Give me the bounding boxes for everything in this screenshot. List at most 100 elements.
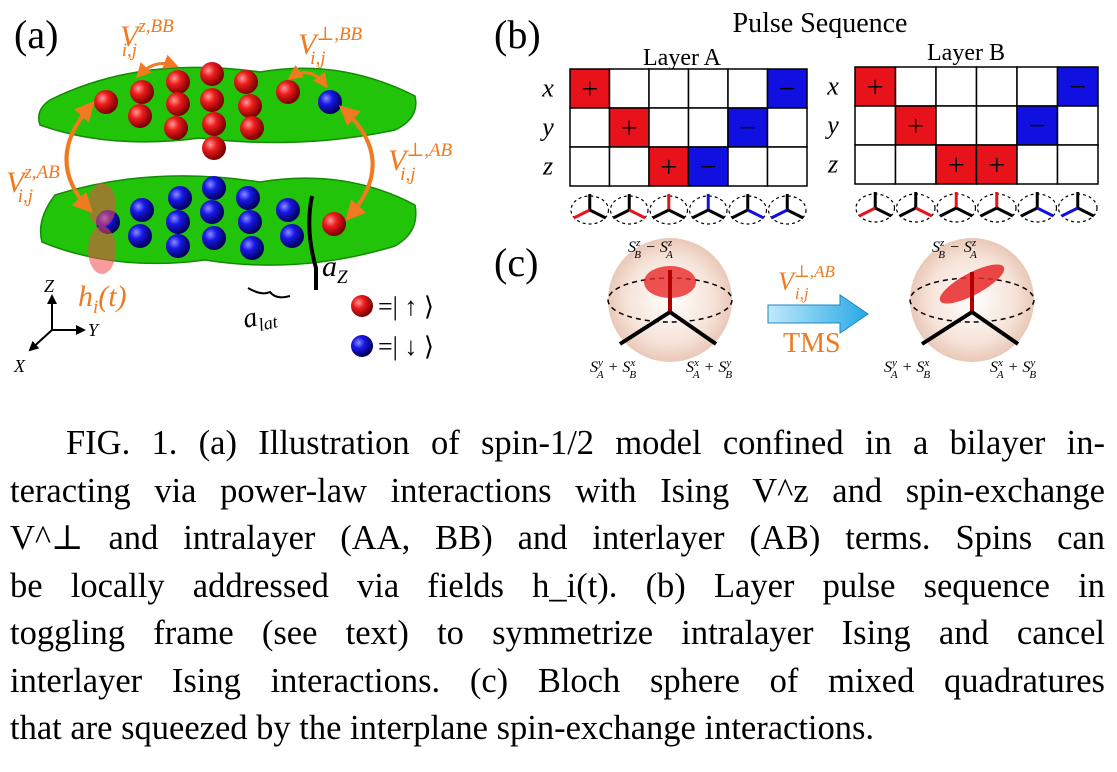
inter-z-arrow xyxy=(64,101,95,213)
pulse-sign: − xyxy=(739,112,756,145)
caption-line: be locally addressed via fields h_i(t). … xyxy=(10,566,1105,605)
layer-a-title: Layer A xyxy=(643,45,722,71)
spin-icon-axis xyxy=(1020,206,1038,218)
spin-down xyxy=(238,210,262,234)
spin-icon-axis xyxy=(939,206,957,218)
spin-up xyxy=(238,94,262,118)
layer-a-spin-icons xyxy=(570,194,807,225)
pulse-cell xyxy=(727,68,769,109)
pulse-row-label: y xyxy=(824,111,839,140)
layer-a-row-labels: xyz xyxy=(539,74,554,181)
spin-icon-axis xyxy=(1061,206,1079,218)
intra-perp-arrow xyxy=(287,64,328,89)
pulse-cell xyxy=(569,68,611,109)
spin-icon-axis xyxy=(731,208,749,220)
spin-icon-axis xyxy=(858,206,876,218)
legend-up-marker xyxy=(351,295,373,317)
pulse-cell xyxy=(1056,105,1099,146)
legend-up-label: =| ↑ ⟩ xyxy=(378,292,434,321)
spin-down xyxy=(202,176,226,200)
pulse-sign: + xyxy=(907,110,924,143)
spin-down xyxy=(280,224,304,248)
pulse-sign: − xyxy=(700,151,717,184)
pulse-sign: + xyxy=(581,73,598,106)
panel-a: (a) xyxy=(6,12,453,376)
spin-icon-axis xyxy=(707,208,725,220)
spin-down xyxy=(202,226,226,250)
spin-icon-axis xyxy=(915,206,933,218)
pulse-sequence-title: Pulse Sequence xyxy=(733,8,908,39)
pulse-row-label: z xyxy=(542,152,553,181)
spin-icon-axis xyxy=(955,206,973,218)
pulse-sign: + xyxy=(988,149,1005,182)
caption-line: toggling frame (see text) to symmetrize … xyxy=(10,614,1105,652)
caption-line: FIG. 1. (a) Illustration of spin-1/2 mod… xyxy=(66,424,1105,462)
pulse-cell xyxy=(1056,66,1099,107)
spin-up xyxy=(164,116,188,140)
spin-down xyxy=(276,198,300,222)
spin-icon-axis xyxy=(589,208,607,220)
pulse-sign: − xyxy=(779,73,796,106)
legend: =| ↑ ⟩ =| ↓ ⟩ xyxy=(351,292,434,361)
a-z-bracket xyxy=(307,195,318,290)
spin-down xyxy=(130,198,154,222)
spin-icon-frame xyxy=(649,195,689,225)
layer-b-grid: +−+−++ xyxy=(854,66,1099,185)
pulse-cell xyxy=(894,66,937,107)
spin-icon-axis xyxy=(691,208,709,220)
layer-b-spin-icons xyxy=(855,192,1098,223)
axis-left xyxy=(920,310,974,346)
spin-up xyxy=(202,136,226,160)
label-a-lat: alat xyxy=(240,297,280,337)
spin-down xyxy=(200,200,224,224)
spin-down xyxy=(236,186,260,210)
pulse-sign: − xyxy=(1069,71,1086,104)
pulse-cell xyxy=(687,68,729,109)
pulse-sign: + xyxy=(660,151,677,184)
pulse-cell xyxy=(569,146,611,187)
panel-b: (b) Pulse Sequence Layer A Layer B +−+−+… xyxy=(494,8,1099,225)
pulse-cell xyxy=(854,105,897,146)
pulse-cell xyxy=(569,107,611,148)
spin-up xyxy=(166,92,190,116)
spin-icon-axis xyxy=(1036,206,1054,218)
figure-1: (a) xyxy=(6,8,1099,381)
spin-icon-axis xyxy=(668,208,686,220)
label-a-z: aZ xyxy=(322,250,348,288)
coordinate-axes: Z Y X xyxy=(13,276,100,376)
pulse-cell xyxy=(608,146,650,187)
spin-icon-axis xyxy=(980,206,998,218)
caption-line: teracting via power-law interactions wit… xyxy=(10,471,1105,510)
spin-icon-axis xyxy=(747,208,765,220)
spin-icon-frame xyxy=(570,195,610,225)
layer-a-grid: +−+−+− xyxy=(569,68,808,187)
pulse-cell xyxy=(648,68,690,109)
pulse-cell xyxy=(687,107,729,148)
tms-label: TMS xyxy=(783,328,841,359)
spin-down xyxy=(318,90,342,114)
pulse-sign: + xyxy=(867,71,884,104)
axis-left xyxy=(618,310,672,346)
spin-up xyxy=(166,70,190,94)
pulse-cell xyxy=(1016,66,1059,107)
spin-icon-axis xyxy=(652,208,670,220)
spin-down xyxy=(240,236,264,260)
spin-icon-axis xyxy=(1077,206,1095,218)
pulse-row-label: z xyxy=(827,150,838,179)
pulse-cell xyxy=(766,68,808,109)
caption-line: that are squeezed by the interplane spin… xyxy=(10,709,875,747)
pulse-row-label: x xyxy=(541,74,554,103)
spin-icon-axis xyxy=(628,208,646,220)
label-field-h: hi(t) xyxy=(78,280,127,318)
pulse-cell xyxy=(894,105,937,146)
spin-up xyxy=(322,212,346,236)
